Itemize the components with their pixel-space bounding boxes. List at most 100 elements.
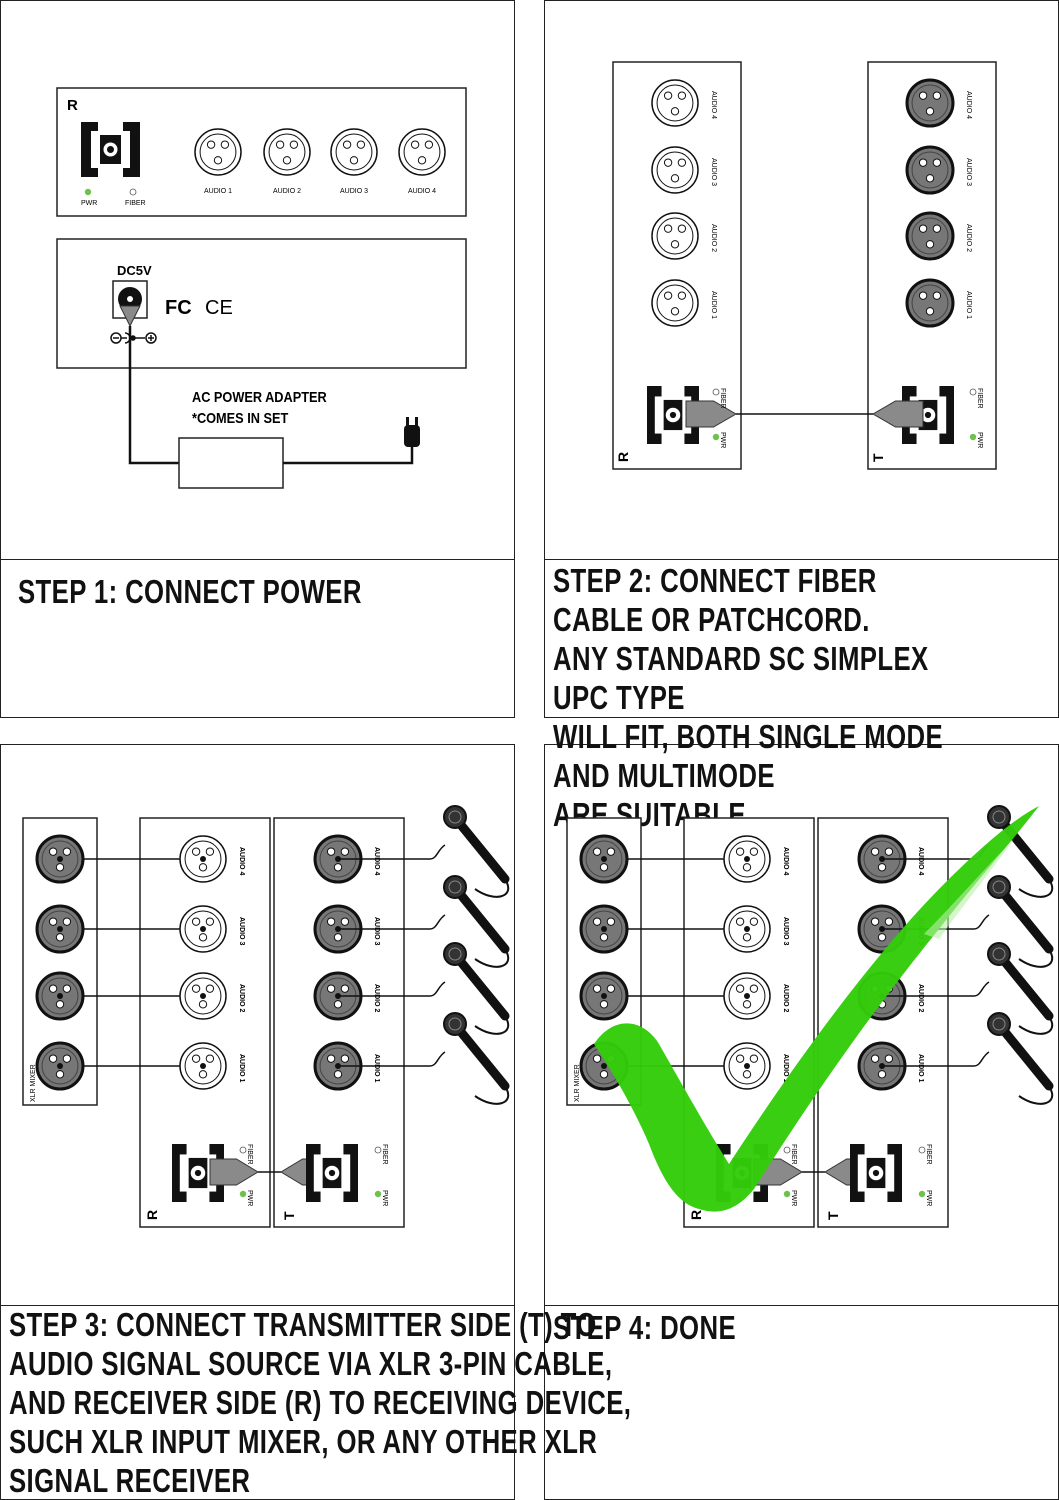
- microphone-icon: [443, 1012, 510, 1105]
- cable-junction: [200, 856, 206, 862]
- audio-port-label: AUDIO 2: [782, 984, 789, 1013]
- power-cable: [128, 326, 179, 465]
- cable-junction: [601, 993, 607, 999]
- pwr-label: PWR: [381, 1190, 388, 1206]
- audio-port-label: AUDIO 3: [373, 917, 380, 946]
- mic-cable: [338, 914, 446, 930]
- dc-plug-connector: [119, 305, 141, 328]
- pwr-led: [84, 188, 92, 196]
- ac-adapter-box: [178, 437, 284, 489]
- fiber-led: [374, 1146, 382, 1154]
- step2-diagram: AUDIO 1 AUDIO 1 AUDIO 2 AUDIO 2 AUDIO 3 AUDIO…: [612, 61, 997, 470]
- cable-junction: [601, 856, 607, 862]
- pwr-label: PWR: [925, 1190, 932, 1206]
- audio-port-label: AUDIO 2: [273, 188, 301, 195]
- fiber-led: [712, 388, 720, 396]
- pwr-led: [969, 433, 977, 441]
- ce-mark: CE: [205, 297, 233, 319]
- fiber-led: [129, 188, 137, 196]
- cable-junction: [601, 1063, 607, 1069]
- xlr-socket-icon: [398, 128, 446, 176]
- xlr-socket-icon: [905, 78, 955, 128]
- xlr-socket-icon: [651, 146, 699, 194]
- microphone-icon: [443, 942, 510, 1035]
- fiber-label: FIBER: [925, 1144, 932, 1165]
- audio-port-label: AUDIO 4: [782, 847, 789, 876]
- mic-cable: [338, 1051, 446, 1067]
- receiver-label: R: [688, 1210, 704, 1220]
- audio-port-label: AUDIO 1: [965, 291, 972, 319]
- fiber-label: FIBER: [246, 1144, 253, 1165]
- ac-cable: [283, 445, 414, 465]
- pwr-label: PWR: [719, 432, 726, 448]
- checkmark-highlight: [924, 839, 1014, 939]
- sc-fiber-port-icon: [306, 1144, 358, 1202]
- dc-label: DC5V: [117, 263, 152, 278]
- adapter-label-line1: AC POWER ADAPTER: [192, 388, 327, 405]
- cable-junction: [57, 926, 63, 932]
- audio-port-label: AUDIO 3: [710, 158, 717, 186]
- xlr-socket-icon: [651, 79, 699, 127]
- mic-cable: [338, 981, 446, 997]
- step4-caption: STEP 4: DONE: [553, 1309, 737, 1346]
- cable-junction: [744, 856, 750, 862]
- audio-port-label: AUDIO 1: [238, 1054, 245, 1083]
- pwr-label: PWR: [976, 432, 983, 448]
- sc-fiber-port-icon: [647, 386, 699, 444]
- xlr-socket-icon: [905, 278, 955, 328]
- microphone-icon: [987, 875, 1054, 968]
- xlr-socket-icon: [905, 211, 955, 261]
- fiber-label: FIBER: [976, 388, 983, 409]
- fc-mark: FC: [165, 297, 192, 319]
- step2-caption: STEP 2: CONNECT FIBER CABLE OR PATCHCORD…: [553, 562, 944, 833]
- fiber-label: FIBER: [381, 1144, 388, 1165]
- sc-connector-plug: [872, 400, 924, 428]
- fiber-led: [969, 388, 977, 396]
- cable-junction: [744, 926, 750, 932]
- microphone-icon: [443, 875, 510, 968]
- device-label: R: [67, 97, 78, 114]
- step3-caption: STEP 3: CONNECT TRANSMITTER SIDE (T) TO …: [9, 1306, 632, 1499]
- mic-cable: [882, 981, 990, 997]
- audio-port-label: AUDIO 4: [408, 188, 436, 195]
- mic-cable: [882, 1051, 990, 1067]
- transmitter-label: T: [281, 1211, 297, 1220]
- step2-caption-panel: [544, 559, 1059, 718]
- transmitter-label: T: [870, 453, 886, 462]
- xlr-socket-icon: [651, 212, 699, 260]
- fiber-label: FIBER: [790, 1144, 797, 1165]
- sc-connector-plug: [209, 1158, 259, 1186]
- pwr-led: [712, 433, 720, 441]
- audio-port-label: AUDIO 1: [782, 1054, 789, 1083]
- audio-port-label: AUDIO 4: [965, 91, 972, 119]
- microphone-icon: [443, 805, 510, 898]
- step4-caption-panel: [544, 1305, 1059, 1500]
- audio-port-label: AUDIO 1: [710, 291, 717, 319]
- xlr-socket-icon: [330, 128, 378, 176]
- audio-port-label: AUDIO 2: [965, 224, 972, 252]
- cable-junction: [744, 1063, 750, 1069]
- audio-port-label: AUDIO 3: [238, 917, 245, 946]
- audio-port-label: AUDIO 4: [710, 91, 717, 119]
- pwr-led: [918, 1190, 926, 1198]
- audio-port-label: AUDIO 2: [710, 224, 717, 252]
- audio-port-label: AUDIO 3: [965, 158, 972, 186]
- receiver-label: R: [615, 452, 631, 462]
- audio-port-label: AUDIO 1: [204, 188, 232, 195]
- cable-junction: [57, 856, 63, 862]
- audio-port-label: AUDIO 2: [917, 984, 924, 1013]
- xlr-socket-icon: [194, 128, 242, 176]
- mixer-label: XLR MIXER: [574, 1064, 581, 1102]
- checkmark-icon: [594, 806, 1039, 1212]
- sc-fiber-port-icon: [81, 122, 140, 177]
- receiver-front-panel: [56, 87, 467, 217]
- fiber-led: [239, 1146, 247, 1154]
- audio-port-label: AUDIO 3: [782, 917, 789, 946]
- step1-caption: STEP 1: CONNECT POWER: [18, 573, 362, 610]
- cable-junction: [744, 993, 750, 999]
- pwr-led: [374, 1190, 382, 1198]
- cable-junction: [57, 993, 63, 999]
- audio-port-label: AUDIO 4: [917, 847, 924, 876]
